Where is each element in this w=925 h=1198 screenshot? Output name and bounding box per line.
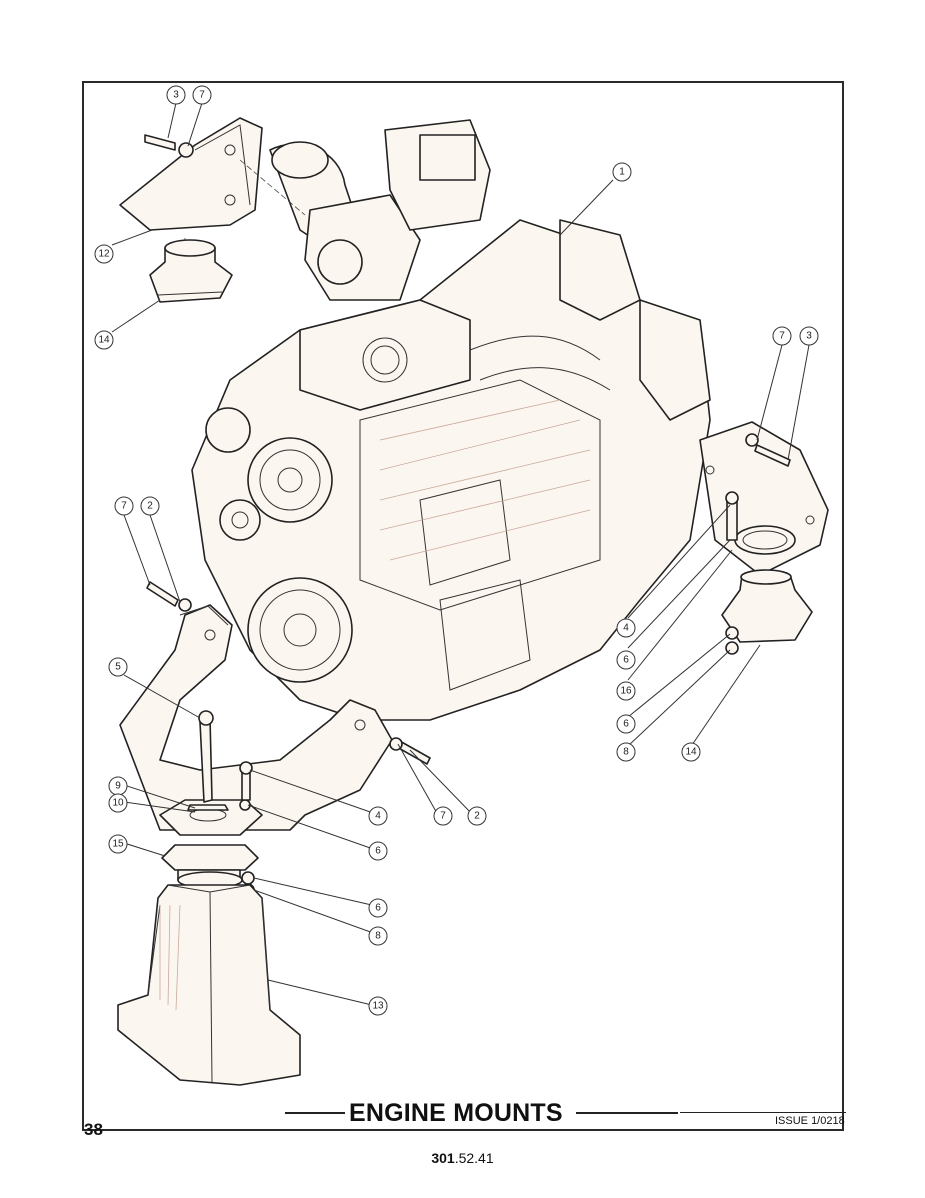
issue-label: ISSUE 1/0218 bbox=[775, 1115, 845, 1127]
svg-text:6: 6 bbox=[623, 719, 629, 730]
svg-text:12: 12 bbox=[98, 249, 110, 260]
front-left-bracket bbox=[119, 117, 306, 303]
title-rule-right bbox=[576, 1112, 678, 1114]
svg-text:7: 7 bbox=[779, 331, 785, 342]
svg-text:3: 3 bbox=[806, 331, 812, 342]
callout-6-lower-a: 6 bbox=[368, 841, 388, 861]
callout-6-right-a: 6 bbox=[616, 650, 636, 670]
callout-2-lower: 2 bbox=[467, 806, 487, 826]
document-number: 301.52.41 bbox=[0, 1150, 925, 1166]
leader-lines bbox=[111, 102, 810, 1007]
svg-text:6: 6 bbox=[375, 903, 381, 914]
svg-text:15: 15 bbox=[112, 839, 124, 850]
callout-5: 5 bbox=[108, 657, 128, 677]
callout-6-lower-b: 6 bbox=[368, 898, 388, 918]
callout-7-lower: 7 bbox=[433, 806, 453, 826]
svg-text:6: 6 bbox=[623, 655, 629, 666]
page-number: 38 bbox=[84, 1120, 103, 1139]
svg-text:9: 9 bbox=[115, 781, 121, 792]
callout-8-lower: 8 bbox=[368, 926, 388, 946]
callout-7-top: 7 bbox=[192, 85, 212, 105]
callout-8-right: 8 bbox=[616, 742, 636, 762]
svg-text:7: 7 bbox=[440, 811, 446, 822]
callout-12: 12 bbox=[94, 244, 114, 264]
callout-2-left: 2 bbox=[140, 496, 160, 516]
title-bar: ENGINE MOUNTS bbox=[345, 1098, 567, 1128]
callout-16: 16 bbox=[616, 681, 636, 701]
svg-text:14: 14 bbox=[685, 747, 697, 758]
callout-4-lower: 4 bbox=[368, 806, 388, 826]
svg-text:3: 3 bbox=[173, 90, 179, 101]
callout-13: 13 bbox=[368, 996, 388, 1016]
svg-text:10: 10 bbox=[112, 798, 124, 809]
svg-text:7: 7 bbox=[121, 501, 127, 512]
svg-text:13: 13 bbox=[372, 1001, 384, 1012]
front-lower-bracket bbox=[119, 581, 431, 836]
svg-text:8: 8 bbox=[375, 931, 381, 942]
svg-text:5: 5 bbox=[115, 662, 121, 673]
callout-4-right: 4 bbox=[616, 618, 636, 638]
svg-text:2: 2 bbox=[474, 811, 480, 822]
callout-1: 1 bbox=[612, 162, 632, 182]
pedestal-mount bbox=[117, 844, 301, 1086]
callout-10: 10 bbox=[108, 793, 128, 813]
page-title: ENGINE MOUNTS bbox=[349, 1099, 563, 1127]
document-number-bold: 301 bbox=[431, 1150, 455, 1166]
svg-text:16: 16 bbox=[620, 686, 632, 697]
callout-6-right-b: 6 bbox=[616, 714, 636, 734]
rear-right-bracket bbox=[699, 421, 829, 655]
callout-15: 15 bbox=[108, 834, 128, 854]
svg-text:7: 7 bbox=[199, 90, 205, 101]
callout-3-right: 3 bbox=[799, 326, 819, 346]
callout-14-top: 14 bbox=[94, 330, 114, 350]
engine-assembly bbox=[191, 119, 711, 721]
title-rule-left bbox=[285, 1112, 347, 1114]
svg-text:14: 14 bbox=[98, 335, 110, 346]
svg-text:1: 1 bbox=[619, 167, 625, 178]
callout-3-top: 3 bbox=[166, 85, 186, 105]
svg-text:6: 6 bbox=[375, 846, 381, 857]
svg-text:4: 4 bbox=[375, 811, 381, 822]
svg-text:4: 4 bbox=[623, 623, 629, 634]
title-rule-thin bbox=[680, 1112, 846, 1113]
document-number-rest: .52.41 bbox=[454, 1150, 494, 1166]
callout-7-left: 7 bbox=[114, 496, 134, 516]
svg-text:2: 2 bbox=[147, 501, 153, 512]
callout-14-right: 14 bbox=[681, 742, 701, 762]
callout-9: 9 bbox=[108, 776, 128, 796]
svg-text:8: 8 bbox=[623, 747, 629, 758]
callout-7-right: 7 bbox=[772, 326, 792, 346]
